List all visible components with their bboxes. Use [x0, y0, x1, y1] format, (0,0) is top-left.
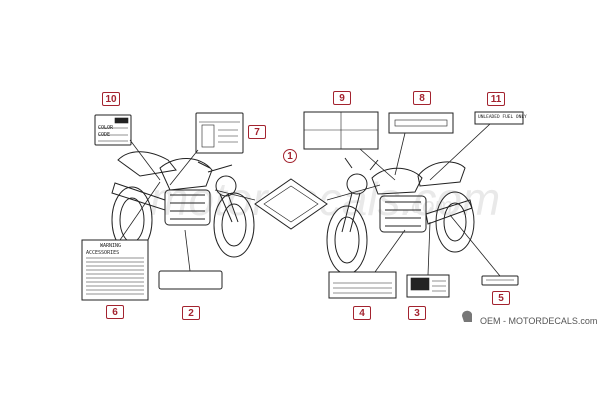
label-shape-11 — [474, 111, 524, 125]
leader-2 — [184, 229, 191, 272]
label-shape-2 — [158, 270, 223, 290]
leader-5 — [449, 214, 501, 277]
leader-4 — [374, 229, 406, 273]
leader-8 — [394, 132, 406, 176]
leader-1b — [326, 184, 381, 201]
callout-6: 6 — [106, 305, 124, 319]
label-10-code-text: CODE — [98, 132, 111, 138]
leader-9 — [359, 148, 396, 181]
label-11-unleaded-text: UNLEADED FUEL ONLY — [478, 115, 527, 120]
callout-3: 3 — [408, 306, 426, 320]
leader-10 — [129, 139, 161, 181]
brand-text: OEM - MOTORDECALS.com — [480, 316, 598, 326]
brand-footer: OEM - MOTORDECALS.com — [468, 316, 597, 326]
callout-5: 5 — [492, 291, 510, 305]
label-shape-8 — [388, 112, 454, 134]
callout-11: 11 — [487, 92, 505, 106]
callout-8: 8 — [413, 91, 431, 105]
label-6-accessories-text: ACCESSORIES — [86, 250, 120, 256]
label-shape-4 — [328, 271, 397, 299]
callout-10: 10 — [102, 92, 120, 106]
label-shape-5 — [481, 275, 519, 286]
leader-7 — [169, 149, 199, 186]
label-shape-7 — [195, 112, 244, 154]
label-shape-1 — [254, 178, 328, 230]
label-6-warning-text: WARNING — [100, 243, 122, 249]
callout-7: 7 — [248, 125, 266, 139]
motorcycle-right-illustration — [326, 157, 475, 275]
helmet-logo-icon — [462, 310, 472, 322]
callout-9: 9 — [333, 91, 351, 105]
callout-4: 4 — [353, 306, 371, 320]
leader-6 — [119, 181, 161, 241]
label-10-color-text: COLOR — [98, 125, 114, 131]
watermark-text-right: .com — [405, 193, 453, 218]
watermark-text: motordecals.com — [150, 173, 500, 225]
leader-3 — [427, 221, 431, 276]
callout-1: 1 — [283, 149, 297, 163]
callout-2: 2 — [182, 306, 200, 320]
leader-1 — [214, 189, 256, 201]
leader-11 — [429, 123, 491, 181]
